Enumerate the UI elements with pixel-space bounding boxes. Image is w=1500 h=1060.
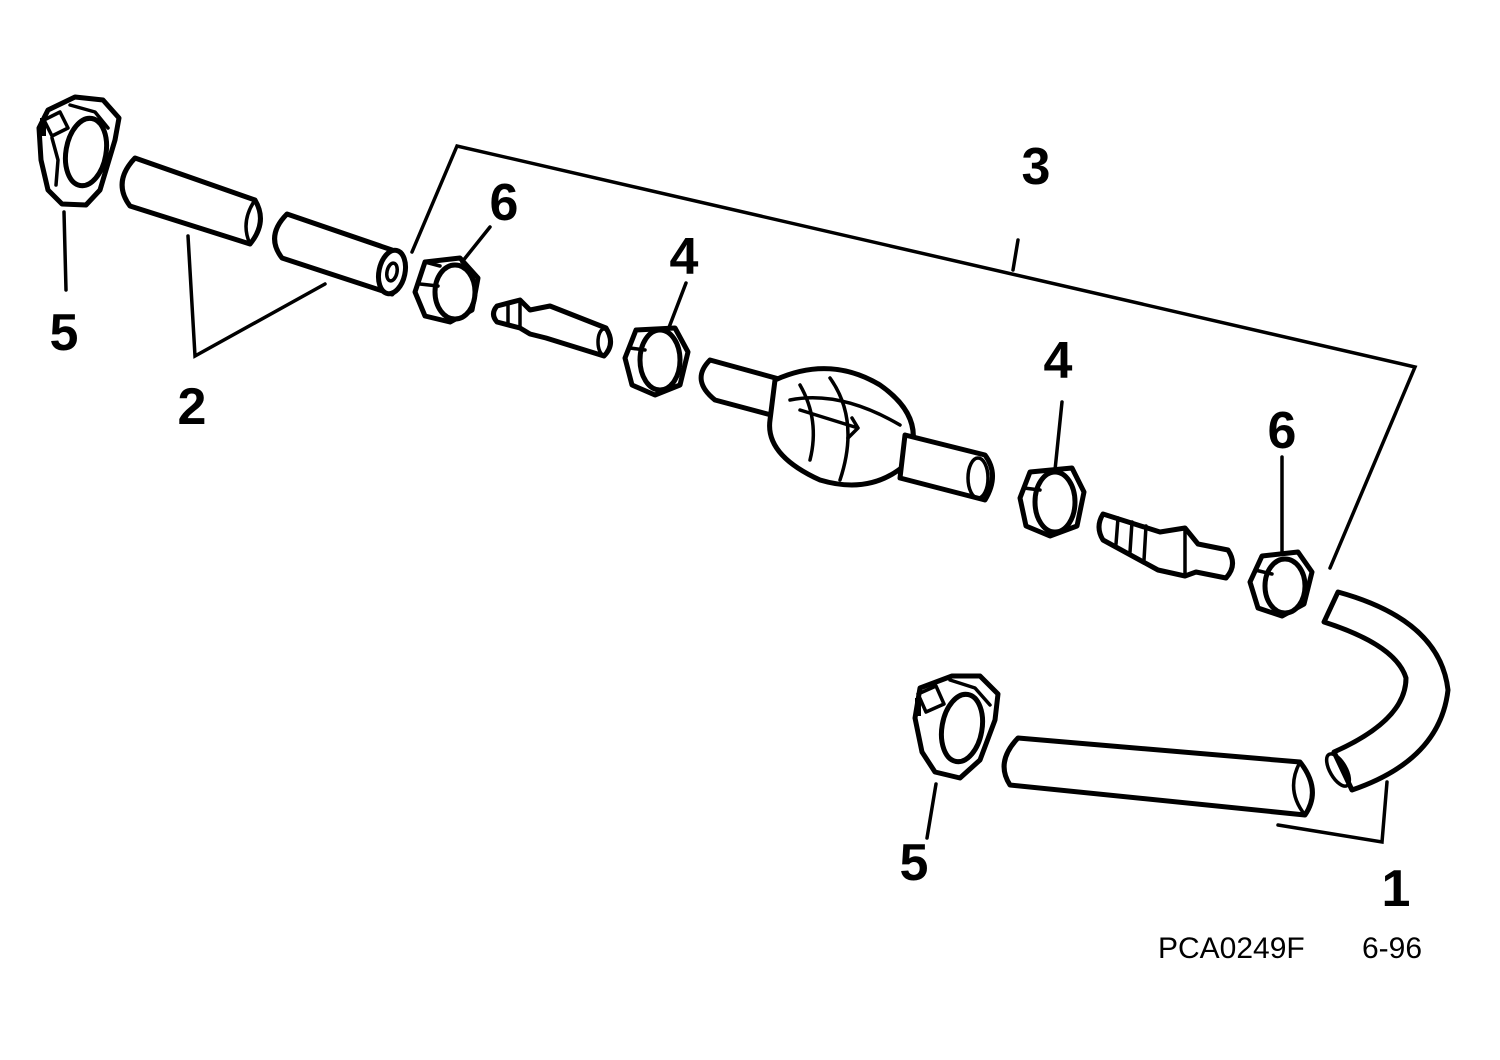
barbed-fitting-left: [491, 297, 613, 359]
callout-2: 2: [178, 378, 207, 436]
primer-bulb: [698, 357, 995, 503]
callout-5-top: 5: [50, 304, 79, 362]
callout-5-bottom: 5: [900, 834, 929, 892]
nut-6-right: [1247, 549, 1315, 619]
callout-6-right: 6: [1268, 402, 1297, 460]
callout-6-left: 6: [490, 174, 519, 232]
drawing-code: PCA0249F: [1158, 932, 1305, 965]
callout-4-right: 4: [1044, 332, 1073, 390]
callout-1: 1: [1382, 860, 1411, 918]
assembly-3-bracket: [410, 143, 1418, 570]
barbed-fitting-right: [1096, 511, 1235, 581]
fuel-hose-segment-2a: [119, 155, 263, 247]
hose-clamp-top-left: [36, 94, 122, 208]
leader-lines: [62, 210, 1389, 845]
fuel-hose-segment-1b: [1001, 735, 1315, 818]
fuel-hose-segment-1a: [1321, 589, 1451, 793]
callout-3: 3: [1022, 138, 1051, 196]
date-code: 6-96: [1362, 932, 1422, 965]
hose-clamp-bottom: [912, 673, 1001, 781]
fitting-ring-4-left: [622, 325, 691, 398]
fitting-ring-4-right: [1017, 465, 1087, 539]
nut-6-left: [412, 255, 481, 325]
fuel-hose-segment-2b: [272, 211, 409, 297]
callout-4-left: 4: [670, 228, 699, 286]
